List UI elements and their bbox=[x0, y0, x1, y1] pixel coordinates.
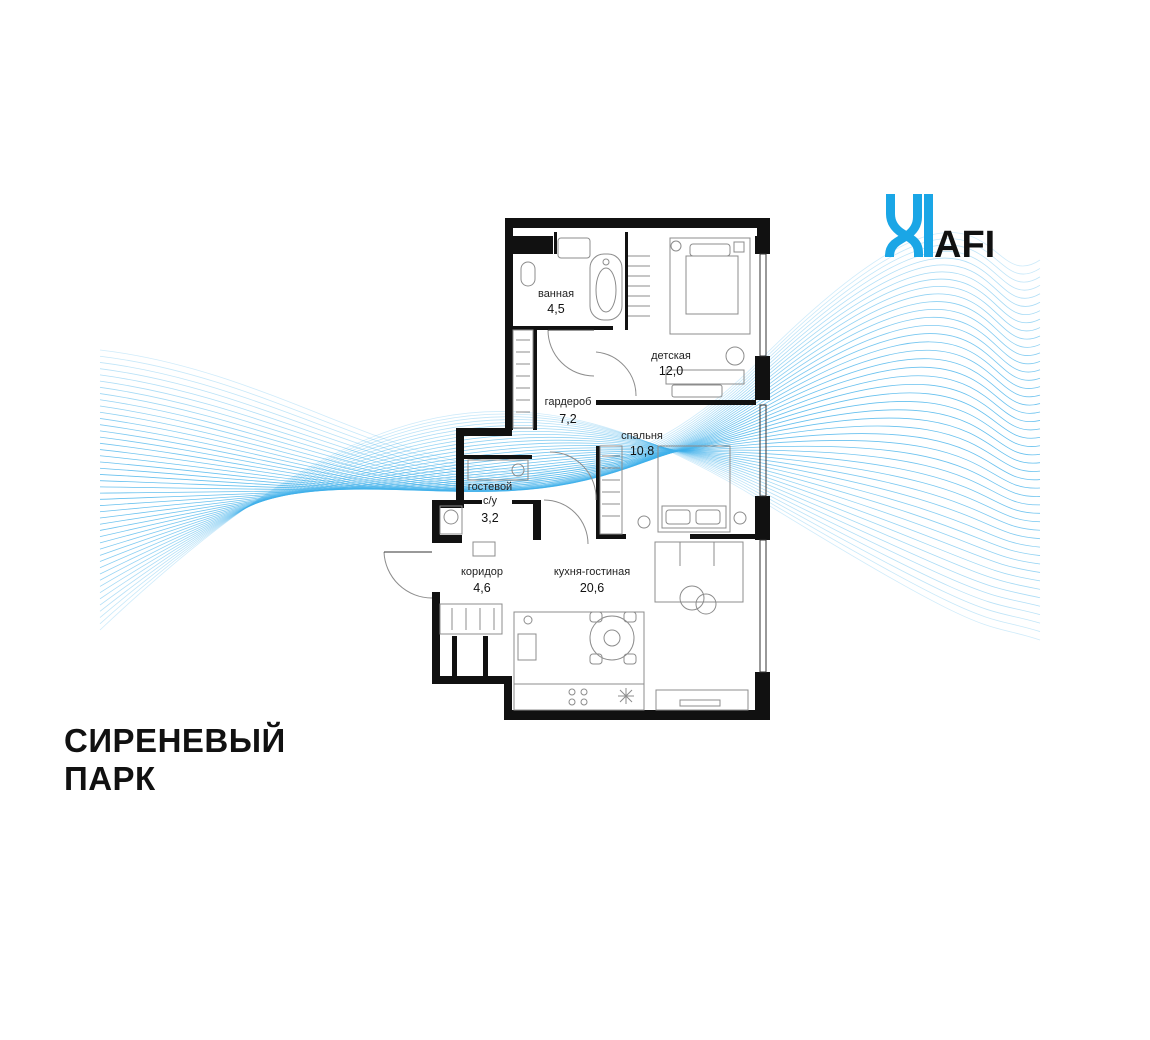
bath-area: 4,5 bbox=[547, 302, 564, 316]
windows bbox=[759, 253, 767, 673]
wave-line bbox=[99, 341, 1041, 492]
wave-line bbox=[99, 413, 1041, 632]
wc-label-1: гостевой bbox=[468, 481, 512, 493]
bedroom-label: спальня bbox=[621, 430, 663, 442]
kids-area: 12,0 bbox=[659, 364, 683, 378]
project-title-line-2: ПАРК bbox=[64, 760, 156, 797]
wave-line bbox=[99, 316, 1041, 492]
wave-line bbox=[99, 301, 1041, 491]
wave-line bbox=[99, 333, 1041, 492]
wave-line bbox=[99, 433, 1041, 581]
wc-label-2: с/у bbox=[483, 495, 498, 507]
wardrobe-label: гардероб bbox=[545, 396, 592, 408]
walls bbox=[432, 218, 770, 720]
kitchen-label: кухня-гостиная bbox=[554, 566, 630, 578]
logo-text: AFI bbox=[934, 224, 995, 266]
furniture bbox=[383, 237, 751, 711]
wave-line bbox=[99, 366, 1041, 491]
bedroom-area: 10,8 bbox=[630, 444, 654, 458]
wave-line bbox=[99, 392, 1041, 490]
project-title: СИРЕНЕВЫЙ ПАРК bbox=[64, 722, 286, 798]
kitchen-area: 20,6 bbox=[580, 581, 604, 595]
kids-label: детская bbox=[651, 350, 691, 362]
wave-line bbox=[99, 422, 1041, 607]
wave-line bbox=[99, 244, 1041, 477]
wave-line bbox=[99, 416, 1041, 624]
wave-line bbox=[99, 427, 1041, 594]
wave-line bbox=[99, 264, 1041, 484]
wave-line bbox=[99, 324, 1041, 492]
wave-line bbox=[99, 278, 1041, 487]
room-labels: ванная 4,5 детская 12,0 гардероб 7,2 спа… bbox=[461, 288, 691, 595]
wave-line bbox=[99, 293, 1041, 490]
wave-line bbox=[99, 232, 1041, 472]
wave-line bbox=[99, 257, 1041, 482]
wave-line bbox=[99, 349, 1041, 492]
project-title-line-1: СИРЕНЕВЫЙ bbox=[64, 722, 286, 759]
afi-logo: AFI bbox=[885, 194, 995, 266]
wave-line bbox=[99, 430, 1041, 587]
wave-line bbox=[99, 449, 1041, 531]
wave-line bbox=[99, 449, 1041, 544]
wave-line bbox=[99, 286, 1041, 489]
hall-label: коридор bbox=[461, 566, 503, 578]
wave-line bbox=[99, 424, 1041, 600]
logo-mark-icon bbox=[885, 194, 933, 257]
wave-line bbox=[99, 419, 1041, 616]
wave-line bbox=[99, 238, 1041, 474]
bath-label: ванная bbox=[538, 288, 574, 300]
wc-area: 3,2 bbox=[481, 511, 498, 525]
wave-line bbox=[99, 309, 1041, 491]
hall-area: 4,6 bbox=[473, 581, 490, 595]
wave-line bbox=[99, 271, 1041, 486]
wave-line bbox=[99, 250, 1041, 480]
wave-line bbox=[99, 383, 1041, 490]
wave-line bbox=[99, 375, 1041, 491]
wardrobe-area: 7,2 bbox=[559, 412, 576, 426]
wave-line bbox=[99, 358, 1041, 492]
wave-line bbox=[99, 411, 1041, 641]
